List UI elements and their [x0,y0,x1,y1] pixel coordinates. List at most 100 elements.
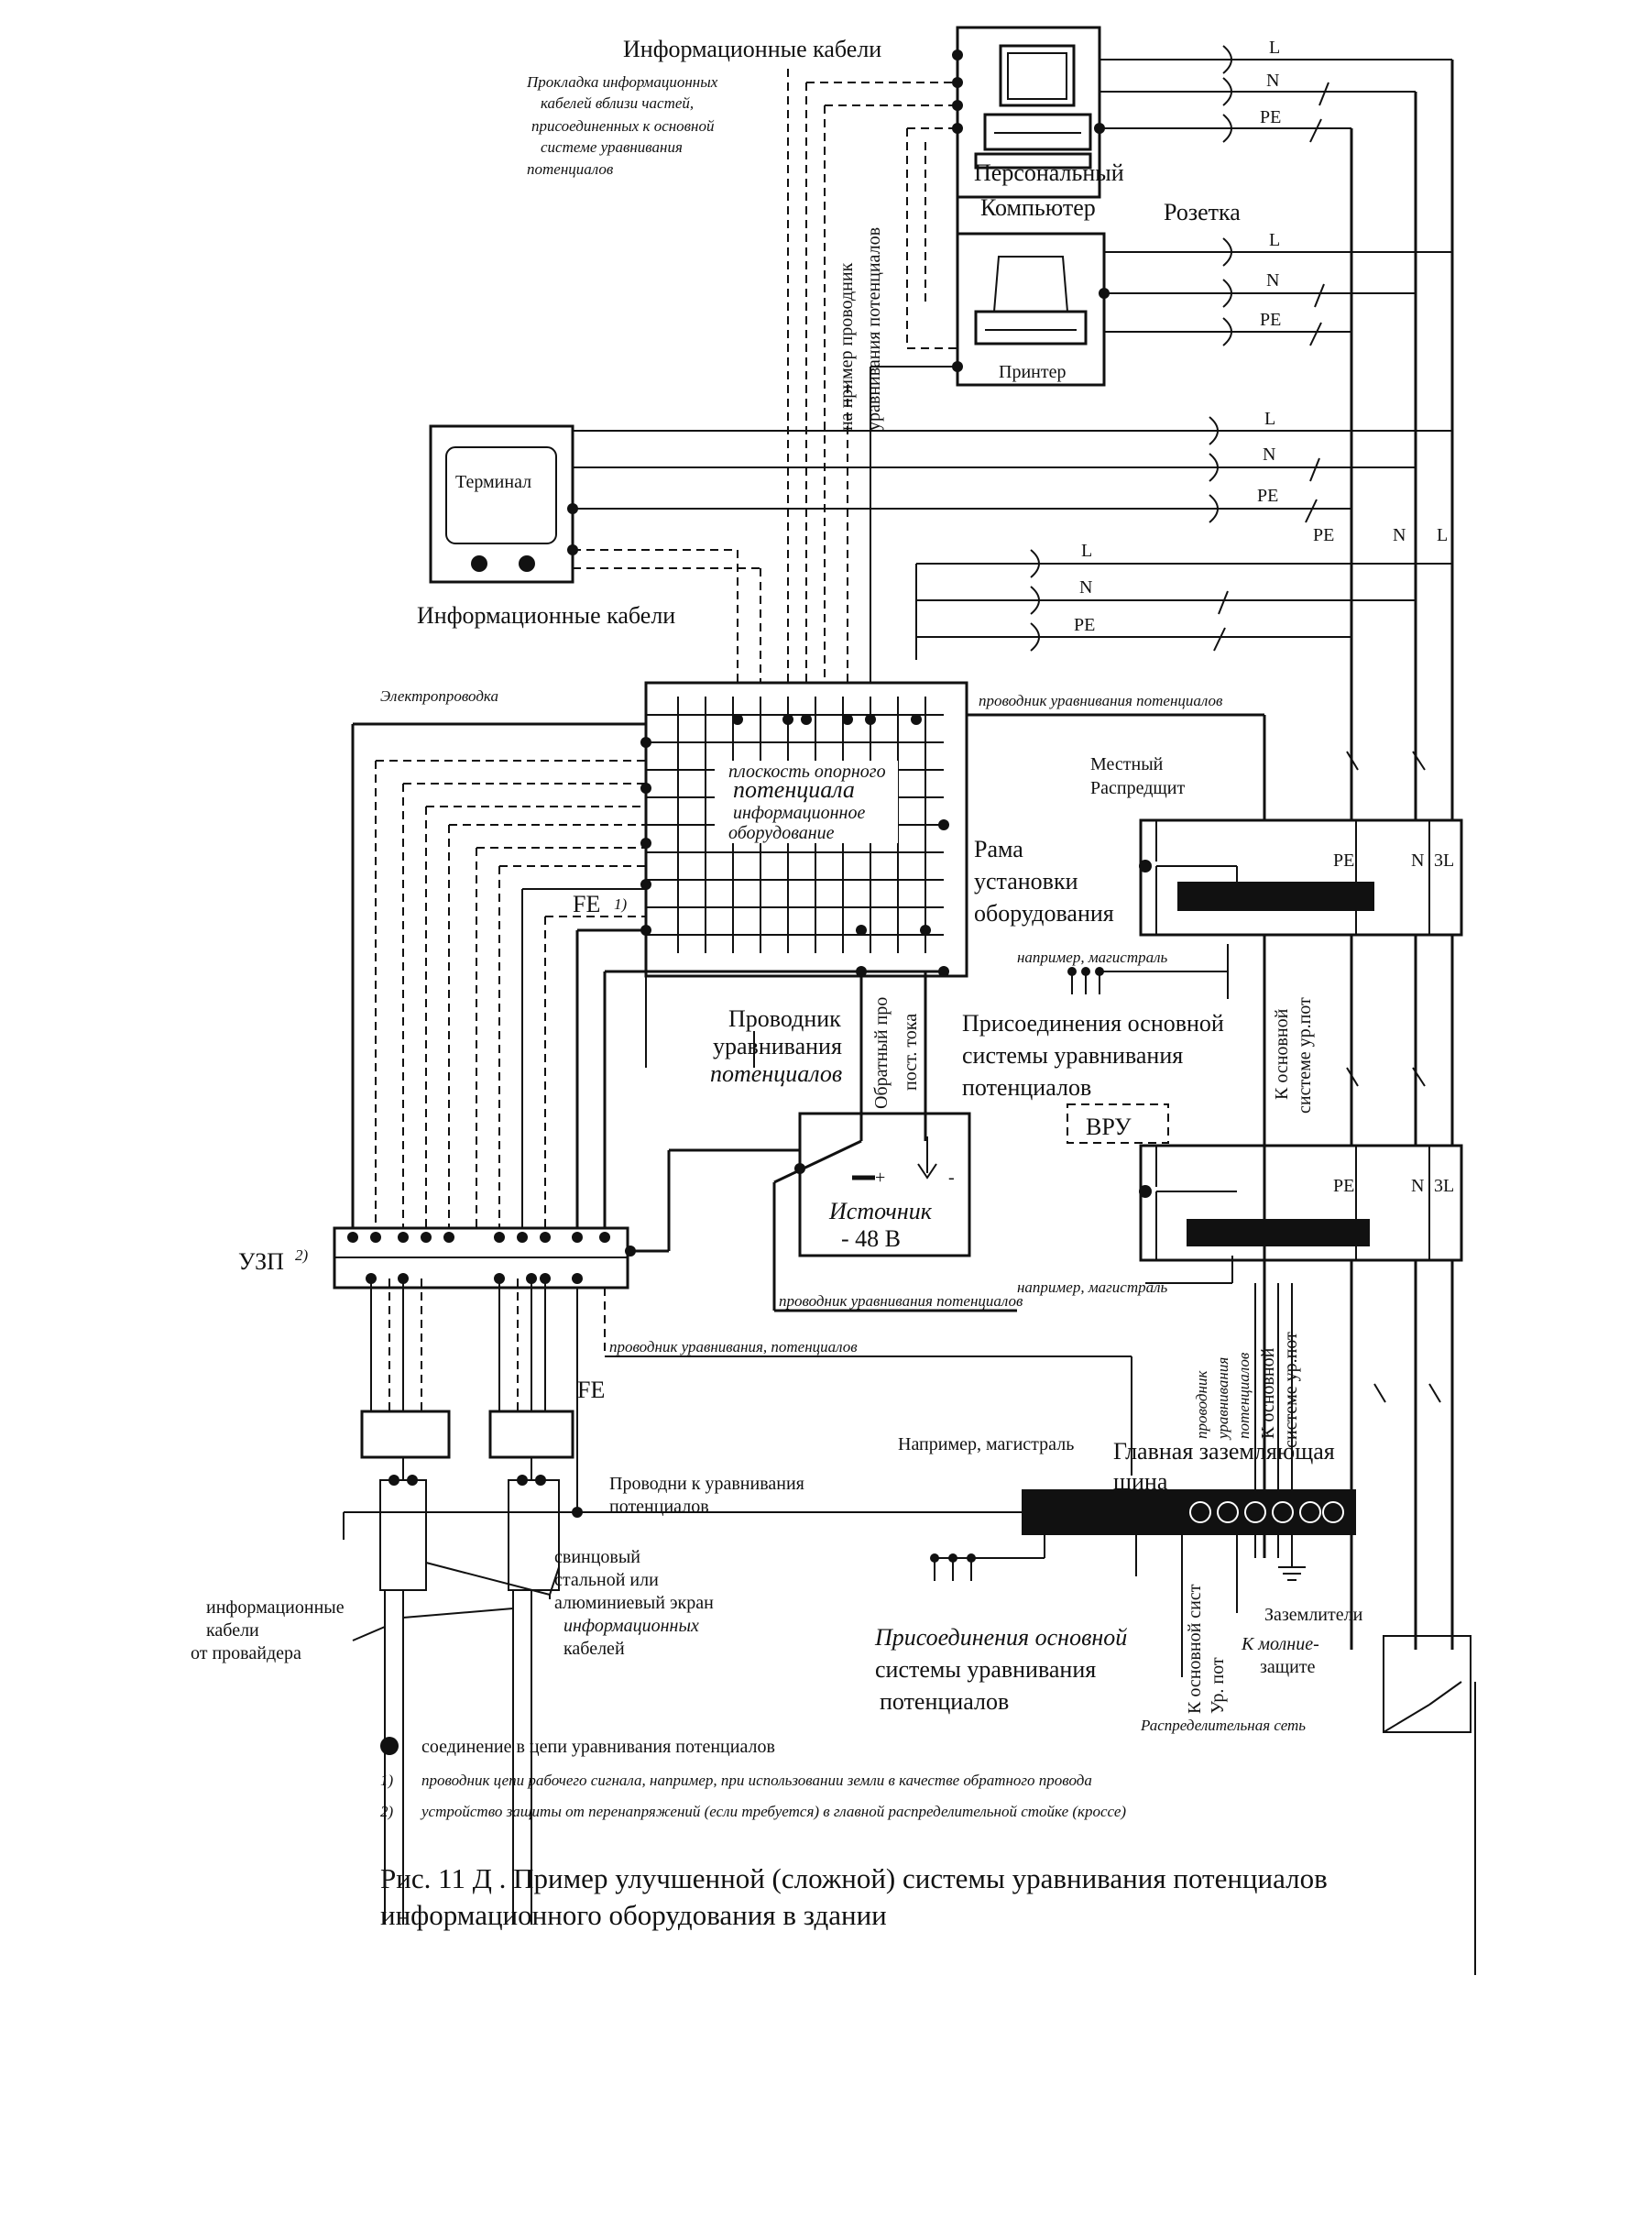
svg-text:PE: PE [1074,615,1095,635]
svg-text:системе ур.пот: системе ур.пот [1295,997,1315,1114]
svg-text:пост. тока: пост. тока [901,1014,921,1091]
info-cables-top-label: Информационные кабели [623,36,881,62]
svg-text:PE: PE [1260,310,1281,330]
svg-text:Присоединения основной: Присоединения основной [874,1624,1127,1651]
svg-text:N: N [1411,851,1424,871]
svg-text:L: L [1437,525,1448,545]
mains-vertical-lines [1350,60,1476,1975]
svg-text:К основной: К основной [1272,1008,1292,1100]
main-grounding-bus [930,1489,1471,1733]
svg-text:К молние-: К молние- [1241,1634,1319,1654]
surge-protection-device: УЗП 2) [238,1226,636,1290]
info-cables-upper [567,37,1110,684]
svg-text:Распределительная сеть: Распределительная сеть [1140,1717,1306,1734]
svg-text:свинцовый: свинцовый [554,1547,640,1567]
svg-text:N: N [1079,577,1092,598]
svg-text:1): 1) [380,1772,394,1789]
svg-text:- 48 В: - 48 В [841,1225,901,1252]
svg-text:2): 2) [380,1803,394,1820]
svg-text:Обратный про: Обратный про [871,997,892,1109]
svg-text:Присоединения основной: Присоединения основной [962,1010,1224,1037]
printer: Принтер [956,232,1106,387]
footnote-1: проводник цепи рабочего сигнала, наприме… [421,1772,1092,1789]
svg-text:потенциалов: потенциалов [880,1688,1009,1715]
svg-text:Рама: Рама [974,836,1023,862]
svg-text:Местный: Местный [1090,754,1164,774]
svg-text:присоединенных к основной: присоединенных к основной [531,117,715,135]
svg-text:2): 2) [295,1246,309,1264]
pc-label-2: Компьютер [980,194,1096,221]
svg-text:К основной: К основной [1258,1347,1278,1439]
svg-text:N: N [1411,1176,1424,1196]
terminal-label: Терминал [455,472,531,492]
terminal: Терминал [429,424,574,584]
fuse-marks [1346,751,1441,1403]
svg-text:системы уравнивания: системы уравнивания [962,1042,1183,1069]
svg-text:L: L [1269,38,1280,58]
svg-text:от провайдера: от провайдера [191,1643,301,1663]
svg-text:кабели: кабели [206,1620,259,1641]
svg-text:N: N [1266,71,1279,91]
legend-dot-text: соединение в цепи уравнивания потенциало… [421,1737,775,1757]
svg-text:PE: PE [1333,1176,1354,1196]
svg-text:L: L [1269,230,1280,250]
svg-text:N: N [1266,270,1279,291]
svg-text:Ур. пот: Ур. пот [1208,1657,1228,1714]
svg-text:К основной сист: К основной сист [1185,1584,1205,1714]
printer-label: Принтер [999,362,1066,382]
figure-caption: Рис. 11 Д . Пример улучшенной (сложной) … [380,1862,1328,1931]
vru-label: ВРУ [1086,1114,1132,1140]
svg-text:N: N [1263,444,1275,465]
footnote-2: устройство защиты от перенапряжений (есл… [420,1803,1126,1820]
svg-text:Проводни к уравнивания: Проводни к уравнивания [609,1474,804,1494]
svg-text:Распредщит: Распредщит [1090,778,1185,798]
svg-text:проводник уравнивания потенциа: проводник уравнивания потенциалов [979,692,1223,709]
svg-text:PE: PE [1333,851,1354,871]
svg-text:L: L [1081,541,1092,561]
svg-text:потенциалов: потенциалов [710,1060,842,1087]
svg-text:например, магистраль: например, магистраль [1017,1279,1168,1296]
svg-text:защите: защите [1260,1657,1316,1677]
svg-text:стальной или: стальной или [554,1570,659,1590]
svg-text:Источник: Источник [828,1198,933,1224]
svg-text:информационных: информационных [563,1616,699,1636]
svg-text:1): 1) [614,895,628,913]
svg-text:FE: FE [577,1377,605,1403]
svg-text:проводник уравнивания, потенци: проводник уравнивания, потенциалов [609,1338,858,1355]
svg-text:системе уравнивания: системе уравнивания [541,138,683,156]
svg-text:L: L [1264,409,1275,429]
svg-text:PE: PE [1313,525,1334,545]
svg-text:Электропроводка: Электропроводка [380,687,498,705]
svg-text:потенциалов: потенциалов [527,160,614,178]
svg-text:информационного оборудования в: информационного оборудования в здании [380,1899,887,1931]
svg-text:проводник уравнивания потенциа: проводник уравнивания потенциалов [779,1292,1023,1310]
svg-text:потенциала: потенциала [733,776,855,803]
svg-text:Прокладка информационных: Прокладка информационных [526,73,718,91]
svg-text:потенциалов: потенциалов [609,1497,709,1517]
svg-text:системы уравнивания: системы уравнивания [875,1656,1096,1683]
dc-source: + - Источник - 48 В [623,966,1017,1312]
svg-text:информационное: информационное [733,803,865,823]
svg-text:оборудования: оборудования [974,900,1114,927]
svg-text:Рис. 11 Д . Пример улучшенной: Рис. 11 Д . Пример улучшенной (сложной) … [380,1862,1328,1894]
svg-text:кабелей: кабелей [563,1639,625,1659]
svg-text:-: - [948,1168,955,1188]
socket-label: Розетка [1164,199,1241,225]
svg-text:плоскость опорного: плоскость опорного [728,762,886,782]
svg-text:потенциалов: потенциалов [1235,1352,1253,1439]
svg-text:3L: 3L [1434,851,1454,871]
socket-feeds: L N PE L N PE L N PE PE N L [573,38,1452,660]
svg-text:уравнивания: уравнивания [1214,1357,1231,1441]
electrical-wiring [351,722,944,1237]
svg-text:уравнивания: уравнивания [713,1033,842,1059]
svg-text:+: + [875,1168,885,1188]
incoming-cables [343,1279,1132,1925]
svg-text:FE: FE [573,891,600,917]
svg-text:шина: шина [1113,1468,1168,1495]
pc-label-1: Персональный [974,159,1124,186]
svg-text:уравнивания потенциалов: уравнивания потенциалов [864,227,884,431]
svg-text:Например, магистраль: Например, магистраль [898,1434,1074,1454]
info-cables-mid-label: Информационные кабели [417,602,675,629]
diagram-labels: Информационные кабели Прокладка информац… [191,36,1363,1734]
